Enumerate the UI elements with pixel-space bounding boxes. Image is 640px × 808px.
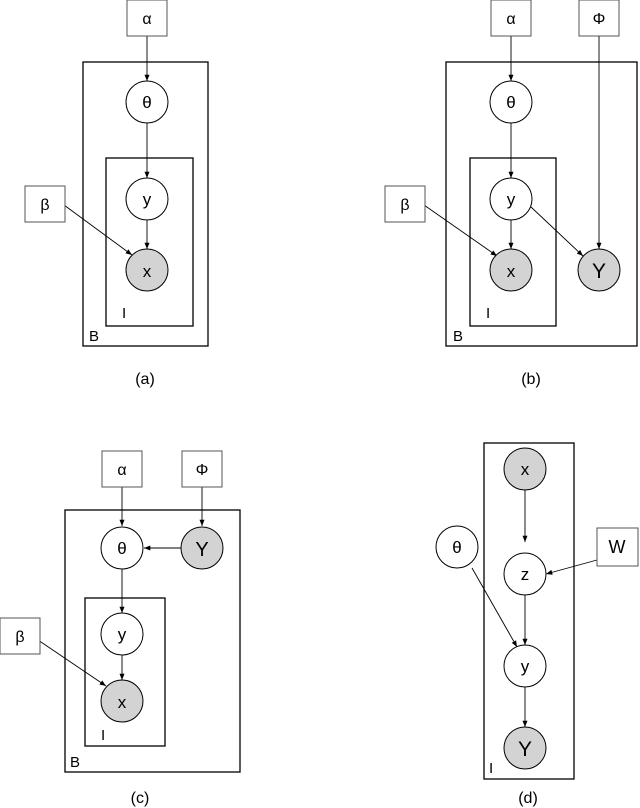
edge-y-Y bbox=[530, 206, 584, 257]
node-theta-label: θ bbox=[506, 93, 515, 112]
plate-b bbox=[82, 61, 209, 347]
node-y bbox=[100, 612, 144, 656]
param-alpha-label: α bbox=[506, 11, 515, 28]
plate-b bbox=[445, 61, 638, 347]
edge-W-z bbox=[545, 559, 598, 575]
param-phi-label: Φ bbox=[593, 11, 606, 28]
param-phi-box bbox=[181, 450, 223, 488]
node-Y bbox=[577, 248, 621, 292]
plate-i-label: I bbox=[486, 305, 490, 322]
param-beta-label: β bbox=[15, 629, 24, 646]
node-theta bbox=[100, 526, 144, 570]
edge-beta-x bbox=[63, 204, 133, 256]
node-Y-label: Y bbox=[518, 738, 532, 761]
node-Y-label: Y bbox=[195, 539, 208, 561]
node-Y bbox=[180, 526, 224, 570]
node-y bbox=[503, 644, 547, 688]
edge-beta-x bbox=[37, 639, 107, 687]
node-x-label: x bbox=[507, 262, 516, 281]
caption-d: (d) bbox=[518, 790, 538, 807]
param-beta-label: β bbox=[40, 197, 49, 214]
node-x-label: x bbox=[521, 460, 530, 479]
param-beta-box bbox=[0, 617, 41, 655]
plate-i bbox=[84, 597, 166, 747]
node-theta bbox=[489, 80, 533, 124]
param-alpha-label: α bbox=[117, 462, 126, 479]
node-theta-label: θ bbox=[452, 538, 461, 557]
plate-b-label: B bbox=[89, 328, 99, 345]
node-y bbox=[489, 177, 533, 221]
node-theta bbox=[125, 80, 169, 124]
param-alpha-label: α bbox=[142, 11, 151, 28]
panel-c: B I α Φ β θ Y y x (c) bbox=[0, 450, 241, 807]
caption-b: (b) bbox=[521, 371, 541, 388]
plate-b-label: B bbox=[70, 754, 80, 771]
plate-i bbox=[469, 157, 557, 327]
node-x-label: x bbox=[143, 262, 152, 281]
node-theta bbox=[435, 525, 479, 569]
node-z-label: z bbox=[521, 565, 530, 584]
plate-b-label: B bbox=[453, 328, 463, 345]
caption-a: (a) bbox=[135, 371, 155, 388]
node-x bbox=[489, 248, 533, 292]
plate-i-label: I bbox=[489, 760, 493, 777]
plate-b bbox=[64, 509, 241, 773]
node-y-label: y bbox=[507, 190, 516, 209]
plate-i-label: I bbox=[122, 305, 126, 322]
edge-beta-x bbox=[423, 204, 498, 257]
param-beta-box bbox=[384, 185, 426, 223]
node-Y bbox=[503, 726, 547, 770]
plate-i bbox=[105, 157, 194, 327]
param-W-label: W bbox=[609, 537, 626, 557]
node-y-label: y bbox=[118, 625, 127, 644]
param-beta-box bbox=[24, 185, 66, 223]
plate-i-label: I bbox=[101, 727, 105, 744]
node-theta-label: θ bbox=[117, 539, 126, 558]
node-y-label: y bbox=[521, 657, 530, 676]
param-phi-box bbox=[578, 0, 620, 37]
node-x bbox=[125, 248, 169, 292]
node-theta-label: θ bbox=[142, 93, 151, 112]
param-alpha-box bbox=[126, 0, 168, 37]
node-y bbox=[125, 177, 169, 221]
panel-b: B I α Φ β θ y x Y (b) bbox=[384, 0, 638, 388]
plate-i bbox=[483, 442, 575, 780]
param-W-box bbox=[596, 527, 639, 567]
node-x bbox=[100, 679, 144, 723]
panel-a: B I α β θ y x (a) bbox=[24, 0, 209, 388]
param-alpha-box bbox=[101, 450, 143, 488]
node-x bbox=[503, 447, 547, 491]
edge-theta-y bbox=[471, 567, 518, 648]
node-z bbox=[503, 552, 547, 596]
param-beta-label: β bbox=[400, 197, 409, 214]
panel-d: I W x z θ y Y (d) bbox=[435, 442, 639, 807]
node-Y-label: Y bbox=[592, 260, 606, 283]
node-x-label: x bbox=[118, 693, 127, 712]
node-y-label: y bbox=[143, 190, 152, 209]
param-alpha-box bbox=[490, 0, 532, 37]
param-phi-label: Φ bbox=[196, 462, 209, 479]
caption-c: (c) bbox=[131, 790, 150, 807]
